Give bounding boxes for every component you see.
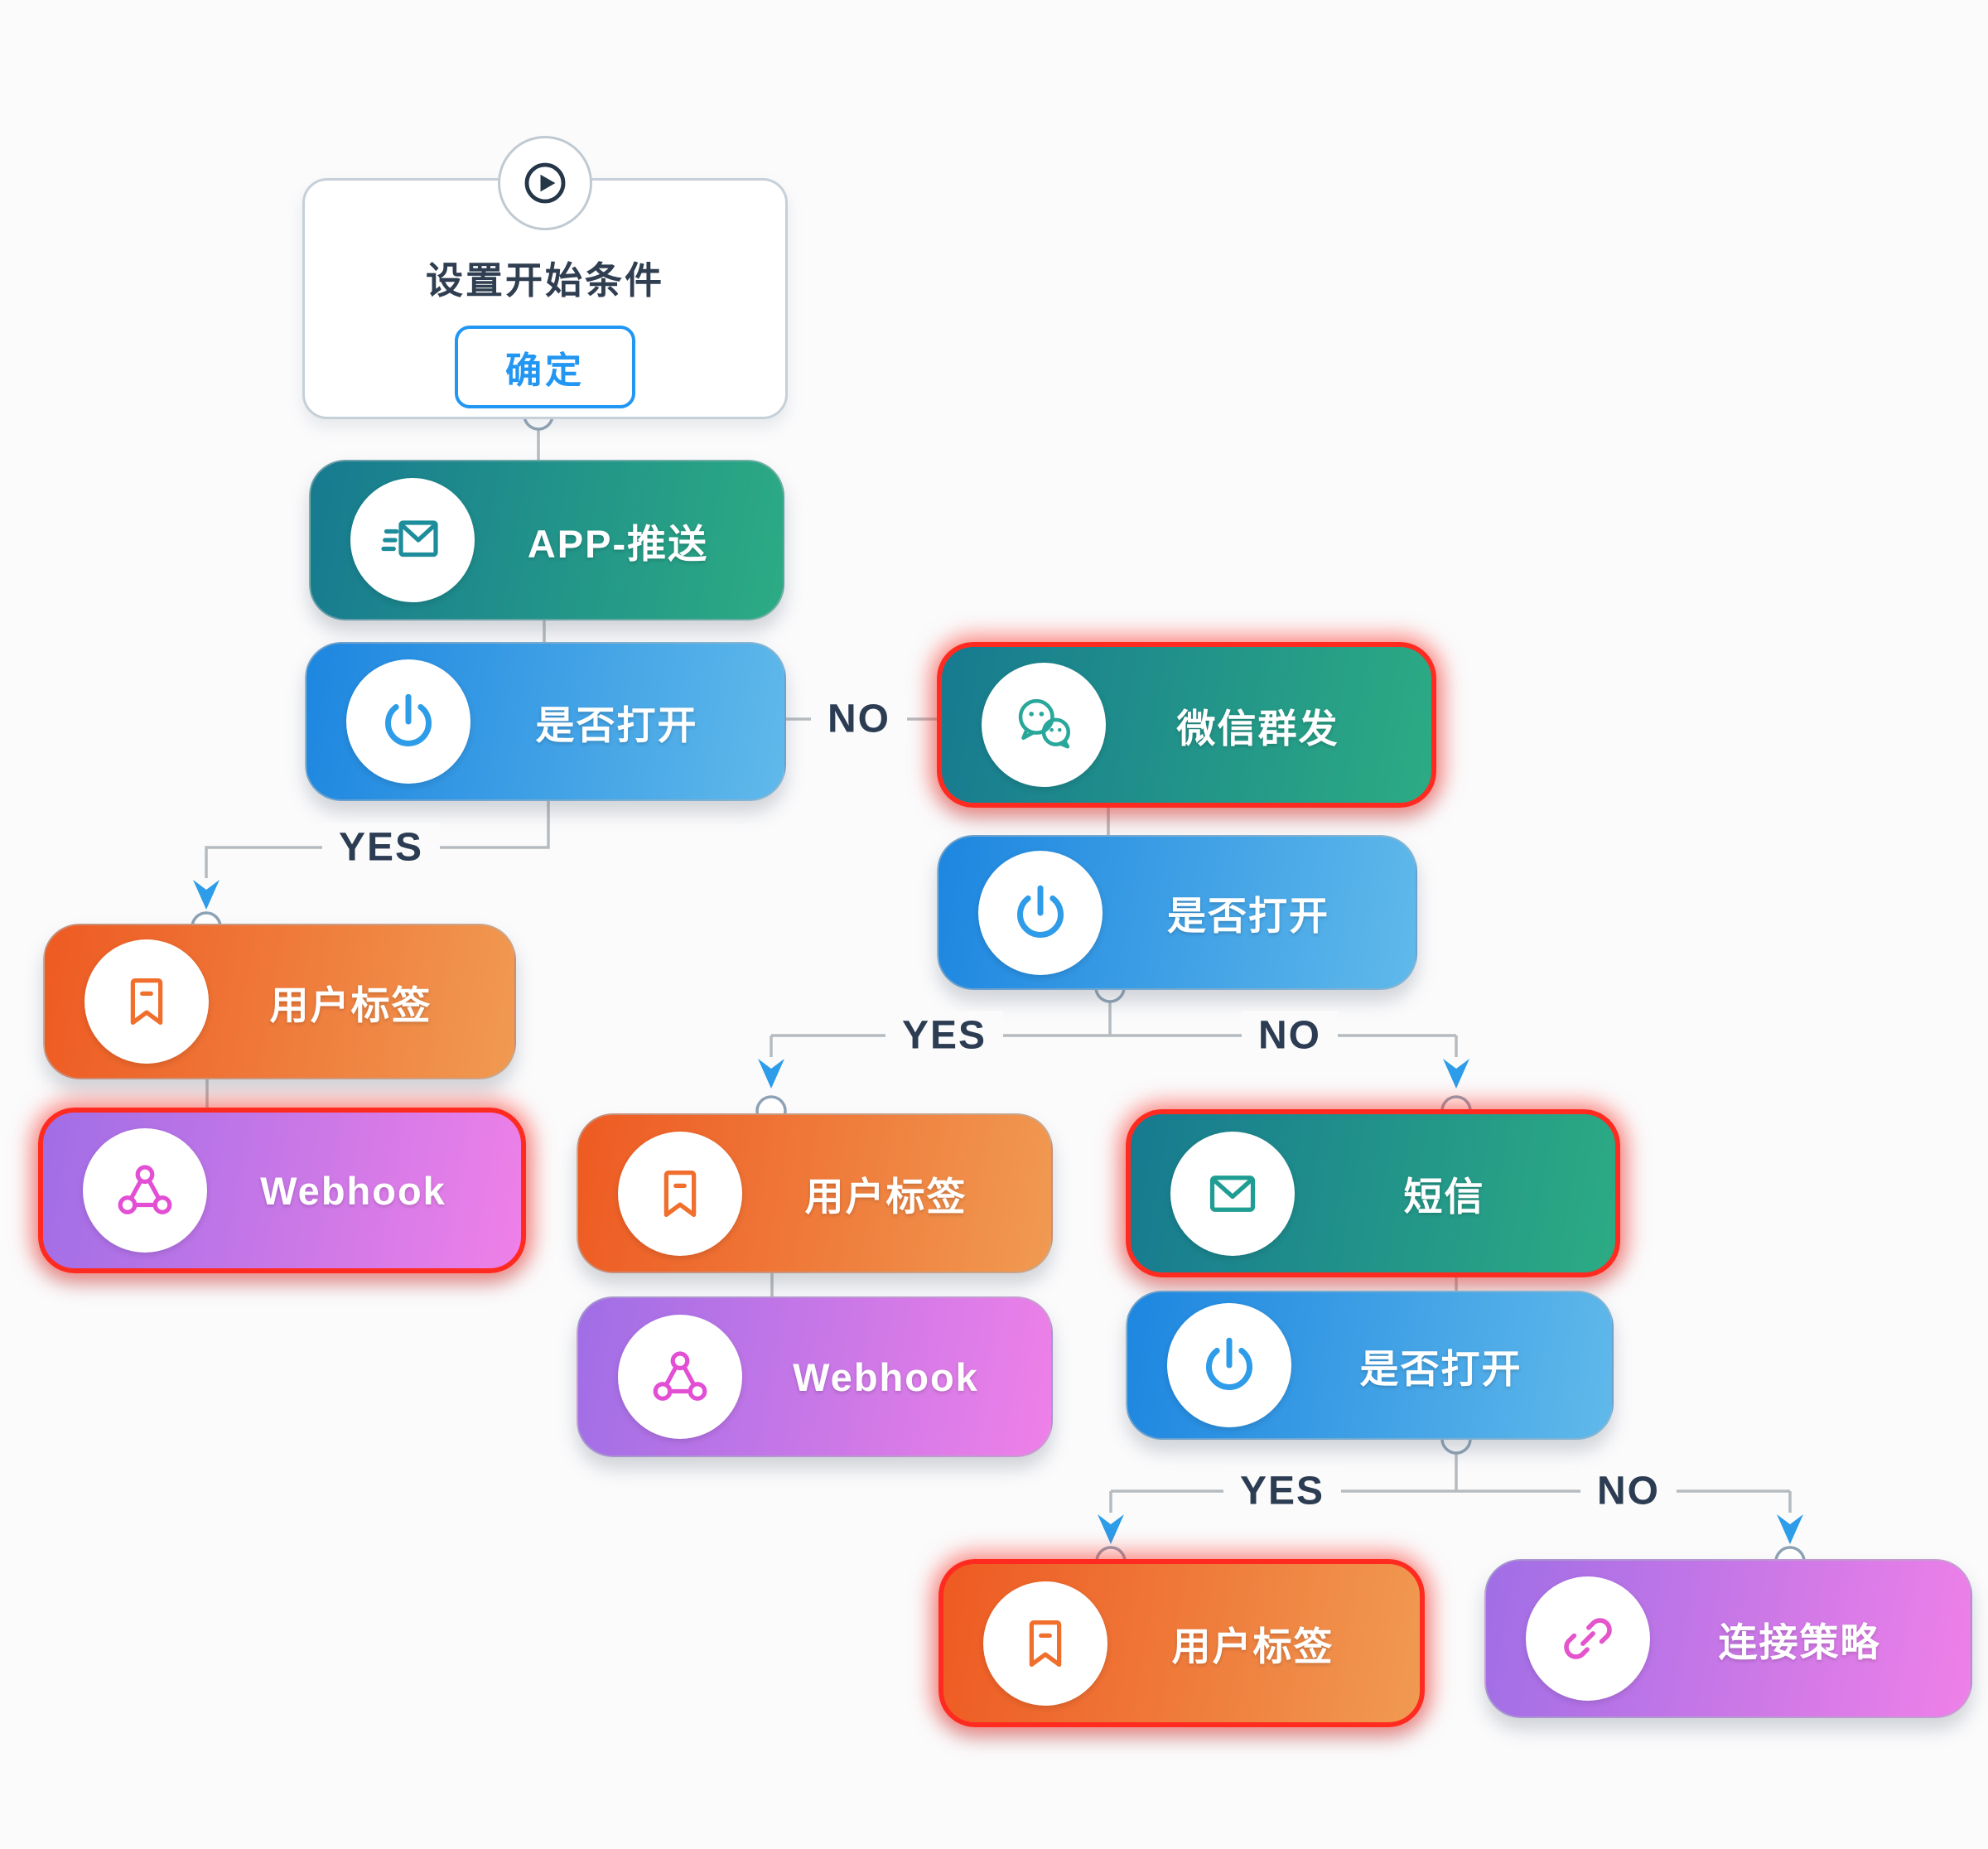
confirm-button[interactable]: 确定: [455, 326, 635, 408]
branch-label-no-1: NO: [811, 694, 907, 744]
node-user-tag-3[interactable]: 用户标签: [939, 1559, 1425, 1727]
app-push-icon: [350, 478, 475, 602]
webhook-icon: [83, 1128, 207, 1253]
arrow-down-icon: [1777, 1514, 1803, 1544]
node-sms[interactable]: 短信: [1126, 1109, 1620, 1277]
bookmark-icon: [84, 939, 209, 1064]
start-node[interactable]: 设置开始条件 确定: [302, 136, 788, 419]
wechat-icon: [982, 663, 1106, 787]
node-user-tag-1[interactable]: 用户标签: [43, 924, 516, 1079]
bookmark-icon: [618, 1131, 742, 1256]
power-icon: [978, 850, 1103, 975]
node-label: 短信: [1403, 1175, 1485, 1219]
node-label: 用户标签: [1171, 1625, 1334, 1668]
arrow-down-icon: [758, 1059, 784, 1089]
power-icon: [1167, 1303, 1291, 1427]
arrow-down-icon: [1098, 1514, 1124, 1544]
node-user-tag-2[interactable]: 用户标签: [577, 1113, 1053, 1273]
node-label: 微信群发: [1176, 706, 1339, 751]
start-title: 设置开始条件: [425, 259, 664, 302]
node-open-check-1[interactable]: 是否打开: [305, 642, 786, 801]
node-label: 用户标签: [804, 1175, 967, 1219]
node-label: Webhook: [260, 1168, 446, 1213]
branch-label-no-3: NO: [1580, 1466, 1677, 1516]
branch-label-yes-1: YES: [321, 823, 441, 872]
branch-label-yes-2: YES: [885, 1011, 1004, 1060]
bookmark-icon: [983, 1581, 1107, 1706]
arrow-down-icon: [193, 880, 220, 910]
node-label: 是否打开: [535, 702, 698, 747]
arrow-down-icon: [1443, 1059, 1469, 1089]
node-link-strategy[interactable]: 连接策略: [1484, 1559, 1972, 1718]
arrow-group: [193, 880, 1803, 1544]
node-label: 是否打开: [1167, 894, 1329, 938]
node-app-push[interactable]: APP-推送: [309, 460, 784, 620]
link-icon: [1526, 1576, 1650, 1701]
node-label: 用户标签: [269, 982, 432, 1027]
node-label: APP-推送: [527, 521, 709, 566]
node-webhook-1[interactable]: Webhook: [38, 1108, 526, 1273]
node-wechat-mass-send[interactable]: 微信群发: [937, 642, 1436, 808]
node-label: Webhook: [793, 1354, 979, 1399]
node-open-check-2[interactable]: 是否打开: [937, 835, 1417, 990]
node-webhook-2[interactable]: Webhook: [577, 1296, 1053, 1457]
node-label: 连接策略: [1718, 1620, 1881, 1664]
play-icon: [498, 136, 592, 230]
power-icon: [346, 659, 470, 784]
node-open-check-3[interactable]: 是否打开: [1126, 1291, 1614, 1440]
branch-label-no-2: NO: [1242, 1011, 1338, 1060]
node-label: 是否打开: [1359, 1346, 1522, 1391]
mail-icon: [1170, 1131, 1295, 1256]
branch-label-yes-3: YES: [1223, 1466, 1342, 1516]
webhook-icon: [618, 1315, 742, 1439]
